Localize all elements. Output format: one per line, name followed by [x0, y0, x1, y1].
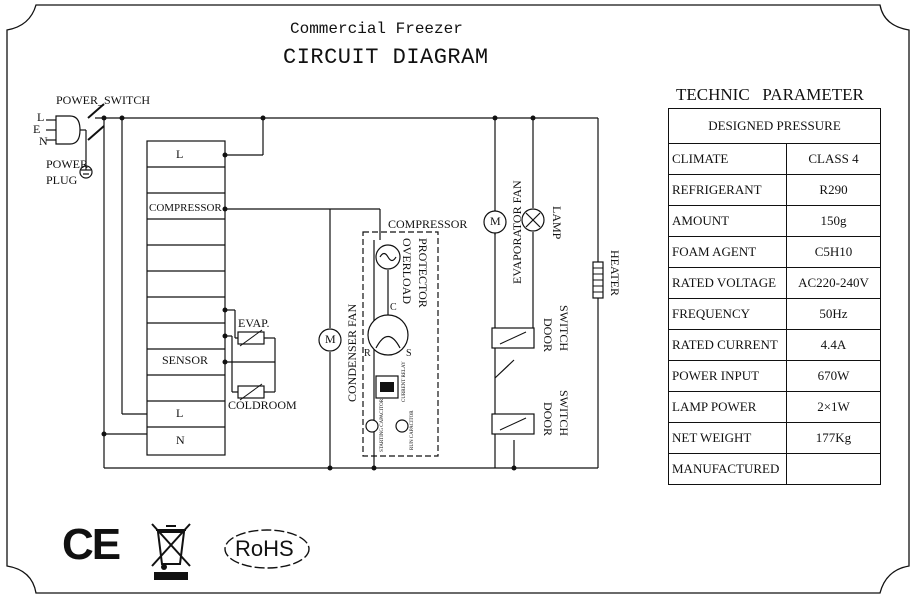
evaporator-motor-m: M	[490, 214, 501, 228]
terminal-compressor: COMPRESSOR	[149, 202, 222, 214]
param-value: AC220-240V	[786, 267, 881, 299]
param-label: REFRIGERANT	[668, 174, 787, 206]
diagram-frame	[6, 4, 910, 594]
terminal-l-bottom: L	[176, 406, 184, 420]
designed-pressure: DESIGNED PRESSURE	[668, 108, 881, 144]
param-value	[786, 453, 881, 485]
param-value: 2×1W	[786, 391, 881, 423]
param-value: 4.4A	[786, 329, 881, 361]
plug-e-label: E	[33, 122, 41, 136]
terminal-sensor: SENSOR	[162, 353, 209, 367]
param-label: RATED VOLTAGE	[668, 267, 787, 299]
compressor-label: COMPRESSOR	[388, 217, 468, 231]
power-plug-label-1: POWER	[46, 157, 88, 171]
compressor-c: C	[390, 302, 397, 313]
door-switch-1-label-a: DOOR	[541, 318, 555, 353]
product-name: Commercial Freezer	[290, 20, 463, 38]
door-switch-1-label-b: SWITCH	[557, 305, 571, 351]
terminal-n: N	[176, 433, 185, 447]
param-label: MANUFACTURED	[668, 453, 787, 485]
param-label: LAMP POWER	[668, 391, 787, 423]
condenser-motor-m: M	[325, 332, 336, 346]
param-label: RATED CURRENT	[668, 329, 787, 361]
table-row: MANUFACTURED	[668, 453, 881, 485]
overload-label-1: OVERLOAD	[400, 238, 414, 304]
param-label: AMOUNT	[668, 205, 787, 237]
evaporator-fan-label: EVAPORATOR FAN	[510, 180, 524, 284]
param-value: 177Kg	[786, 422, 881, 454]
door-switch-2-label-a: DOOR	[541, 402, 555, 437]
param-value: R290	[786, 174, 881, 206]
param-value: 50Hz	[786, 298, 881, 330]
evap-sensor-label: EVAP.	[238, 316, 270, 330]
rohs-mark: RoHS	[235, 536, 294, 561]
terminal-l-top: L	[176, 147, 184, 161]
rohs-oval	[224, 529, 310, 569]
door-switch-2-label-b: SWITCH	[557, 390, 571, 436]
coldroom-sensor-label: COLDROOM	[228, 398, 297, 412]
starting-capacitor-label: STARTING CAPACITOR	[380, 398, 385, 452]
param-value: 670W	[786, 360, 881, 392]
param-label: NET WEIGHT	[668, 422, 787, 454]
condenser-fan-label: CONDENSER FAN	[345, 303, 359, 402]
param-label: CLIMATE	[668, 143, 787, 175]
params-title: TECHNIC PARAMETER	[676, 85, 864, 104]
param-value: C5H10	[786, 236, 881, 268]
overload-label-2: PROTECTOR	[416, 238, 430, 308]
weee-bin-icon	[151, 523, 191, 580]
compressor-r: R	[364, 348, 371, 359]
param-value: 150g	[786, 205, 881, 237]
current-relay-label: CURRENT RELAY	[402, 361, 407, 402]
compressor-s: S	[406, 348, 412, 359]
power-plug-label-2: PLUG	[46, 173, 78, 187]
ce-mark: CE	[62, 520, 121, 569]
param-label: POWER INPUT	[668, 360, 787, 392]
power-switch-label: POWER_SWITCH	[56, 93, 150, 107]
run-capacitor-label: RUN CAPACITOR	[410, 410, 415, 450]
plug-l-label: L	[37, 110, 45, 124]
param-value: CLASS 4	[786, 143, 881, 175]
param-label: FREQUENCY	[668, 298, 787, 330]
heater-label: HEATER	[608, 250, 622, 296]
plug-n-label: N	[39, 134, 48, 148]
param-label: FOAM AGENT	[668, 236, 787, 268]
diagram-title: CIRCUIT DIAGRAM	[283, 45, 489, 70]
lamp-label: LAMP	[550, 206, 564, 240]
